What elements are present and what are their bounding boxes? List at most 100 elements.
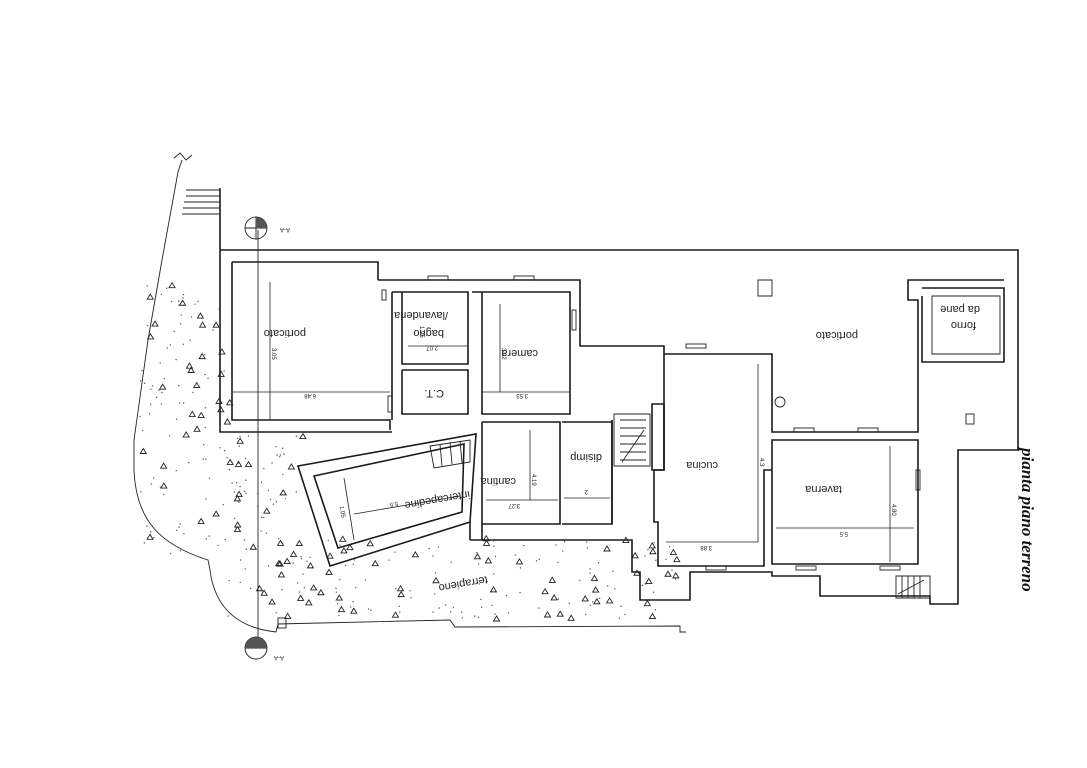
terrain-hatch-triangle [244,460,253,468]
terrain-hatch-dot [236,437,239,440]
terrain-hatch-dot [155,396,158,399]
room-bagno: bagno /lavanderia 2.07 1.95 [393,309,468,350]
terrain-hatch-triangle [326,552,334,559]
svg-text:4.3: 4.3 [758,458,764,467]
terrain-hatch-dot [238,445,241,447]
terrain-hatch-dot [247,435,250,437]
terrain-hatch-dot [352,563,354,566]
terrain-hatch-triangle [146,293,155,300]
svg-text:1.05: 1.05 [338,506,346,519]
terrain-hatch-dot [239,559,242,561]
terrain-hatch-dot [568,602,570,605]
terrain-hatch-dot [295,435,298,438]
terrain-hatch-dot [233,491,236,493]
terrain-hatch-dot [267,565,270,567]
terrain-hatch-triangle [541,587,549,595]
terrain-hatch-dot [267,489,270,492]
terrain-hatch-dot [182,293,185,296]
terrain-hatch-dot [179,523,181,525]
terrain-hatch-dot [281,588,283,591]
terrain-hatch-dot [183,533,185,535]
terrain-hatch-triangle [396,584,405,592]
terrain-hatch-dot [175,358,177,361]
terrain-hatch-dot [278,456,281,458]
terrain-hatch-dot [292,562,294,564]
terrain-hatch-triangle [590,574,599,581]
terrain-hatch-dot [460,611,463,613]
terrain-hatch-dot [538,607,540,609]
terrain-hatch-dot [159,362,161,364]
room-camera: camera 3.53 3.02 [482,304,570,398]
terrain-hatch-dot [597,562,600,564]
svg-text:porticato: porticato [264,327,306,339]
terrain-hatch-dot [224,538,226,541]
terrain-hatch-triangle [366,539,374,547]
terrain-hatch-dot [152,477,155,479]
terrain-hatch-dot [557,598,560,600]
svg-text:3.27: 3.27 [508,502,520,508]
terrain-hatch-triangle [484,557,493,564]
terrain-hatch-dot [655,559,657,561]
terrain-hatch-dot [207,377,209,380]
terrain-hatch-dot [494,555,497,558]
terrain-hatch-dot [624,613,626,616]
svg-text:disimp: disimp [570,451,602,463]
terrain-hatch-dot [409,590,411,592]
terrain-hatch-dot [222,504,224,506]
room-taverna: taverna 5.5 4.80 [771,439,919,565]
terrain-hatch-dot [239,435,241,438]
terrapieno-label: terrapieno [438,573,489,593]
terrain-hatch-dot [579,579,581,582]
terrain-hatch-dot [272,503,275,505]
terrain-hatch-dot [563,541,566,543]
terrain-hatch-triangle [178,299,187,306]
terrain-hatch-dot [151,385,154,387]
terrain-hatch-triangle [217,370,225,377]
svg-text:4.19: 4.19 [530,474,536,486]
terrain-hatch-dot [618,617,621,619]
terrain-hatch-triangle [192,381,201,389]
terrain-hatch-triangle [215,397,223,404]
terrain-hatch-dot [614,588,616,590]
terrain-hatch-dot [428,547,430,550]
terrain-hatch-dot [236,495,239,497]
svg-text:4.80: 4.80 [890,504,896,516]
section-line: A-A A-A [244,216,290,660]
terrain-hatch-triangle [295,539,304,547]
terrain-hatch-dot [148,413,151,415]
terrain-hatch-triangle [304,599,313,606]
terrain-hatch-dot [204,407,206,409]
terrain-hatch-dot [480,606,483,608]
terrain-hatch-dot [263,467,265,470]
room-cucina: cucina 3.88 4.3 [653,354,772,567]
terrain-hatch-dot [275,612,277,614]
terrain-hatch-dot [491,604,493,607]
terrain-hatch-dot [231,482,233,484]
terrain-hatch-dot [208,535,210,537]
terrain-hatch-dot [205,498,207,500]
terrain-hatch-triangle [350,607,358,614]
terrain-hatch-triangle [168,281,176,289]
room-cantina: cantina 3.27 4.19 [480,430,558,508]
terrain-hatch-dot [561,550,564,552]
terrain-hatch-dot [189,339,191,342]
svg-text:3.02: 3.02 [500,348,506,360]
terrain-hatch-dot [352,600,354,603]
terrain-hatch-dot [410,597,412,599]
terrain-hatch-triangle [299,432,307,440]
svg-text:A-A: A-A [274,654,284,660]
terrain-hatch-triangle [225,398,234,406]
terrain-hatch-triangle [217,405,225,413]
terrain-hatch-dot [180,323,182,325]
terrain-hatch-dot [336,599,338,601]
terrain-hatch-triangle [188,410,197,417]
terrain-hatch-triangle [432,576,440,584]
terrain-hatch-dot [169,552,172,555]
terrain-hatch-triangle [158,383,167,390]
terrain-hatch-dot [178,304,180,306]
terrain-hatch-dot [197,300,199,303]
terrain-hatch-dot [202,458,204,460]
terrain-hatch-dot [228,468,231,471]
window-markers [277,275,975,629]
terrain-hatch-triangle [212,510,220,517]
